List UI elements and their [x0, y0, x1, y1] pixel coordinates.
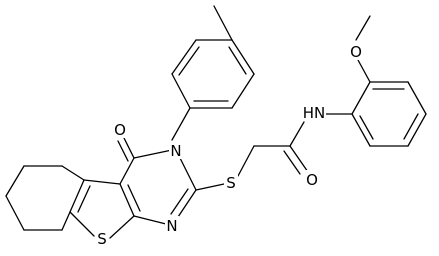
bond-n1-c2	[175, 189, 197, 221]
bond-s-ch2	[237, 145, 255, 177]
bond-c3-c2t-inner	[77, 185, 91, 213]
bond-c4-o-inner	[117, 140, 129, 162]
amide-nitrogen-label: HN	[303, 104, 326, 122]
bond-c2-n3	[179, 157, 197, 191]
bond-tolyl-2-inner	[178, 46, 200, 76]
bond-methyl	[213, 5, 233, 41]
bond-anis-6-inner	[359, 115, 374, 140]
bond-c4a-c8a	[119, 183, 135, 217]
bond-n3-c4	[133, 149, 173, 159]
bond-ome-ch3	[355, 15, 371, 41]
bonds	[5, 5, 427, 239]
methoxy-oxygen-label: O	[350, 43, 362, 61]
ring-nitrogen-n1-label: N	[166, 217, 177, 235]
bond-anis-4	[407, 113, 427, 147]
bond-n1-c2-inner	[170, 188, 189, 215]
bond-s-c8a	[109, 215, 135, 239]
bond-amide-co-inner	[283, 150, 301, 175]
bond-c2t-s	[69, 211, 95, 237]
methoxy-oxygen-atom: O	[349, 42, 363, 61]
bond-c3-c2t	[69, 179, 85, 213]
ring-nitrogen-n3-label: N	[170, 142, 181, 160]
bond-anis-3	[407, 81, 427, 115]
atom-labels: O N N S S HN O O	[95, 42, 363, 248]
bond-anis-4-inner	[403, 113, 419, 140]
bond-cyhex-4	[5, 195, 25, 231]
bond-cyhex-6	[61, 211, 71, 231]
bond-c4a-c3	[83, 179, 121, 185]
bond-cyhex-1	[61, 165, 85, 181]
bond-c4a-c8a-inner	[127, 184, 141, 212]
carbonyl-oxygen-atom: O	[113, 120, 127, 139]
amide-oxygen-label: O	[306, 171, 318, 189]
thiophene-sulfur-atom: S	[95, 229, 109, 248]
bond-tolyl-1	[171, 73, 191, 109]
amide-nitrogen-atom: HN	[302, 103, 326, 122]
thiophene-sulfur-label: S	[97, 230, 107, 248]
thioether-sulfur-label: S	[226, 174, 236, 192]
bond-tolyl-n3	[171, 107, 191, 141]
bond-anis-1	[351, 81, 371, 115]
bond-amide-co	[289, 145, 309, 173]
thioether-sulfur-atom: S	[224, 173, 238, 192]
bond-tolyl-4	[231, 39, 255, 75]
bond-tolyl-2	[171, 39, 197, 75]
ring-nitrogen-n1-atom: N	[165, 216, 179, 235]
bond-aryl-ome	[357, 59, 371, 83]
bond-tolyl-5	[231, 73, 255, 109]
amide-oxygen-atom: O	[305, 170, 319, 189]
bond-c4-c4a	[119, 157, 135, 185]
ring-nitrogen-n3-atom: N	[169, 141, 183, 160]
bond-c2-s	[195, 183, 225, 191]
bond-co-nh	[289, 121, 305, 147]
bond-c4-o	[123, 137, 135, 159]
bond-tolyl-4-inner	[228, 46, 247, 75]
bond-cyhex-3	[5, 165, 25, 197]
bond-c8a-n1	[133, 215, 167, 225]
carbonyl-oxygen-label: O	[114, 121, 126, 139]
bond-anis-6	[351, 113, 371, 147]
